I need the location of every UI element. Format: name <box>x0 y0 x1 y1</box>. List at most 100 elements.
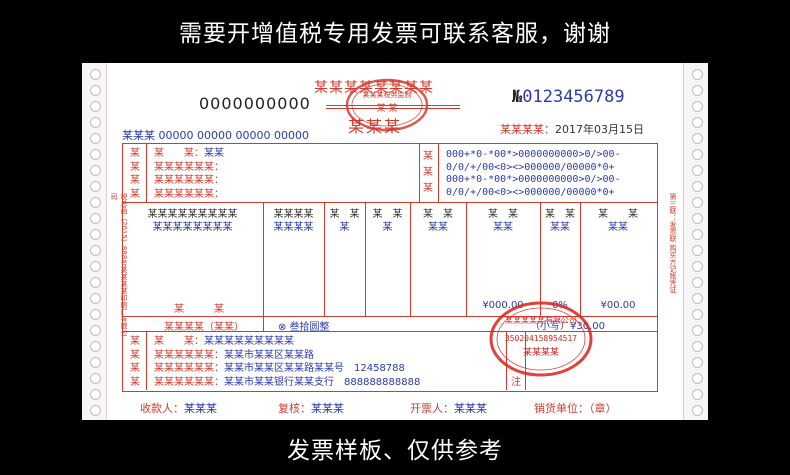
perforation-hole <box>90 181 101 192</box>
perforation-hole <box>90 117 101 128</box>
perforation-hole <box>90 325 101 336</box>
item-column: 某 某 某某 <box>580 208 656 234</box>
seller-side-char: 某 <box>130 376 140 388</box>
sum-label: 某某某某（某某） <box>164 322 244 333</box>
invoice-grid <box>122 143 658 392</box>
perforation-hole <box>90 245 101 256</box>
seller-side-char: 某 <box>130 363 140 374</box>
column-value: 某 <box>382 222 393 233</box>
issuer: 开票人：某某某 <box>410 400 487 416</box>
buyer-label: 某某某某某某： <box>154 188 224 200</box>
perforation-hole <box>692 325 703 336</box>
payee-value: 某某某 <box>184 402 217 415</box>
seller-label: 某某某某某某： <box>154 376 224 388</box>
perforation-hole <box>692 85 703 96</box>
column-value: 某某 <box>428 222 448 233</box>
col-divider <box>466 202 467 316</box>
column-value: 某 <box>339 222 350 233</box>
invoice-title: 某某某某某某某某 <box>314 80 434 96</box>
seller-side-char: 某 <box>130 349 140 361</box>
cipher-side-char: 某 <box>423 183 433 194</box>
company-seal-stamp: 某某某某某有限公司 350204158954517 某某某某 <box>489 301 593 377</box>
item-column: 某 某 某某 <box>540 208 580 234</box>
cipher-side-char: 某 <box>423 167 433 178</box>
item-column: 某某某某某某某某某 某某某某某某某某 <box>122 208 263 234</box>
perforation-hole <box>90 357 101 368</box>
col-divider <box>324 202 325 316</box>
seller-value: 某某市某某银行某某支行 888888888888 <box>224 376 421 388</box>
total-amount: ¥000.00 <box>482 300 524 311</box>
sum-words: ⊗ 叁拾圆整 <box>278 322 330 333</box>
seller-side-char: 某 <box>130 336 140 347</box>
buyer-side-divider <box>146 143 147 202</box>
column-header: 某某某某某某某某某 <box>147 209 238 220</box>
perforation-hole <box>90 309 101 320</box>
column-header: 某 某 <box>488 209 518 220</box>
perforation-hole <box>692 213 703 224</box>
perforation-hole <box>692 245 703 256</box>
perforation-hole <box>90 213 101 224</box>
cipher-line: 000+*0-*00*>0000000000>0/>00- <box>446 174 621 185</box>
perforation-hole <box>90 133 101 144</box>
perforation-hole <box>90 197 101 208</box>
perforation-hole <box>692 277 703 288</box>
seller-unit-label: 销货单位： <box>534 402 589 415</box>
note-side-divider <box>525 331 526 390</box>
item-column: 某 某 某 <box>324 208 365 234</box>
col-divider <box>365 202 366 316</box>
perforation-hole <box>692 165 703 176</box>
perforation-hole <box>90 293 101 304</box>
item-column: 某 某 某 <box>365 208 410 234</box>
buyer-label: 某 某： <box>154 148 204 159</box>
perforation-hole <box>692 357 703 368</box>
buyer-side-char: 某 <box>130 188 140 200</box>
serial-number: №0123456789 <box>512 87 625 107</box>
seller-side-divider <box>146 331 147 390</box>
serial-value: 0123456789 <box>522 87 625 107</box>
note-divider <box>506 331 507 390</box>
svg-text:某某某税务监制: 某某某税务监制 <box>363 90 412 99</box>
buyer-side-char: 某 <box>130 148 140 159</box>
left-perforated-strip <box>82 63 107 420</box>
buyer-side-char: 某 <box>130 161 140 173</box>
seller-value: 某某市某某区某某路 <box>224 349 314 361</box>
invoice-number: 0000000000 <box>199 94 311 113</box>
perforation-hole <box>692 149 703 160</box>
perforation-hole <box>90 341 101 352</box>
perforation-hole <box>692 293 703 304</box>
perforation-hole <box>692 197 703 208</box>
cipher-side-divider <box>438 143 439 202</box>
review-value: 某某某 <box>311 402 344 415</box>
buyer-info: 某 某：某某 某某某某某某： 某某某某某某： 某某某某某某： <box>154 147 224 201</box>
seller-info: 某 某：某某某某某某某某某 某某某某某某：某某市某某区某某路 某某某某某某：某某… <box>154 335 420 389</box>
perforation-hole <box>90 229 101 240</box>
perforation-hole <box>692 309 703 320</box>
cipher-side-label: 某 某 某 <box>423 149 433 197</box>
column-header: 某 某 <box>372 209 403 220</box>
reviewer: 复核：某某某 <box>278 400 344 416</box>
invoice-sheet: 0000000000 某某某某某某某某 某某某 某某某税务监制 某 某 №012… <box>82 63 708 420</box>
seller-side-label: 某 某 某 某 <box>130 335 140 389</box>
bottom-banner: 发票样板、仅供参考 <box>287 437 503 464</box>
perforation-hole <box>90 165 101 176</box>
issuer-label: 开票人： <box>410 402 454 415</box>
cipher-side-char: 某 <box>423 151 433 162</box>
sum-divider <box>263 316 264 331</box>
invoice-subtitle: 某某某 <box>348 117 403 136</box>
serial-symbol: № <box>512 87 523 107</box>
seller-value: 某某某某某某某某某 <box>204 336 294 347</box>
perforation-hole <box>692 101 703 112</box>
perforation-hole <box>90 69 101 80</box>
perforation-hole <box>692 133 703 144</box>
perforation-hole <box>90 101 101 112</box>
column-value: 某某 <box>550 222 570 233</box>
perforation-hole <box>90 389 101 400</box>
note-label: 注 <box>511 377 521 388</box>
perforation-hole <box>90 373 101 384</box>
perforation-hole <box>692 69 703 80</box>
svg-text:某 某: 某 某 <box>377 103 398 114</box>
col-divider <box>410 202 411 316</box>
seller-unit-value: （章） <box>589 402 617 415</box>
buyer-side-label: 某 某 某 某 <box>130 147 140 201</box>
total-tax: ¥00.00 <box>600 300 636 311</box>
